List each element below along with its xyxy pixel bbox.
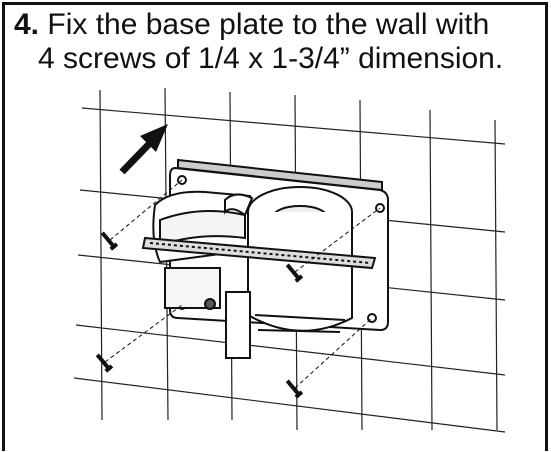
arrow-icon — [119, 124, 168, 175]
instruction-line-1: Fix the base plate to the wall with — [47, 8, 490, 41]
screw-icon — [95, 231, 304, 399]
instruction-text: 4. Fix the base plate to the wall with 4… — [14, 8, 544, 76]
step-number: 4. — [14, 8, 40, 41]
screw-guide-lines — [104, 179, 381, 389]
instruction-line-2: 4 screws of 1/4 x 1-3/4” dimension. — [38, 42, 504, 75]
dispenser-unit — [141, 186, 377, 359]
